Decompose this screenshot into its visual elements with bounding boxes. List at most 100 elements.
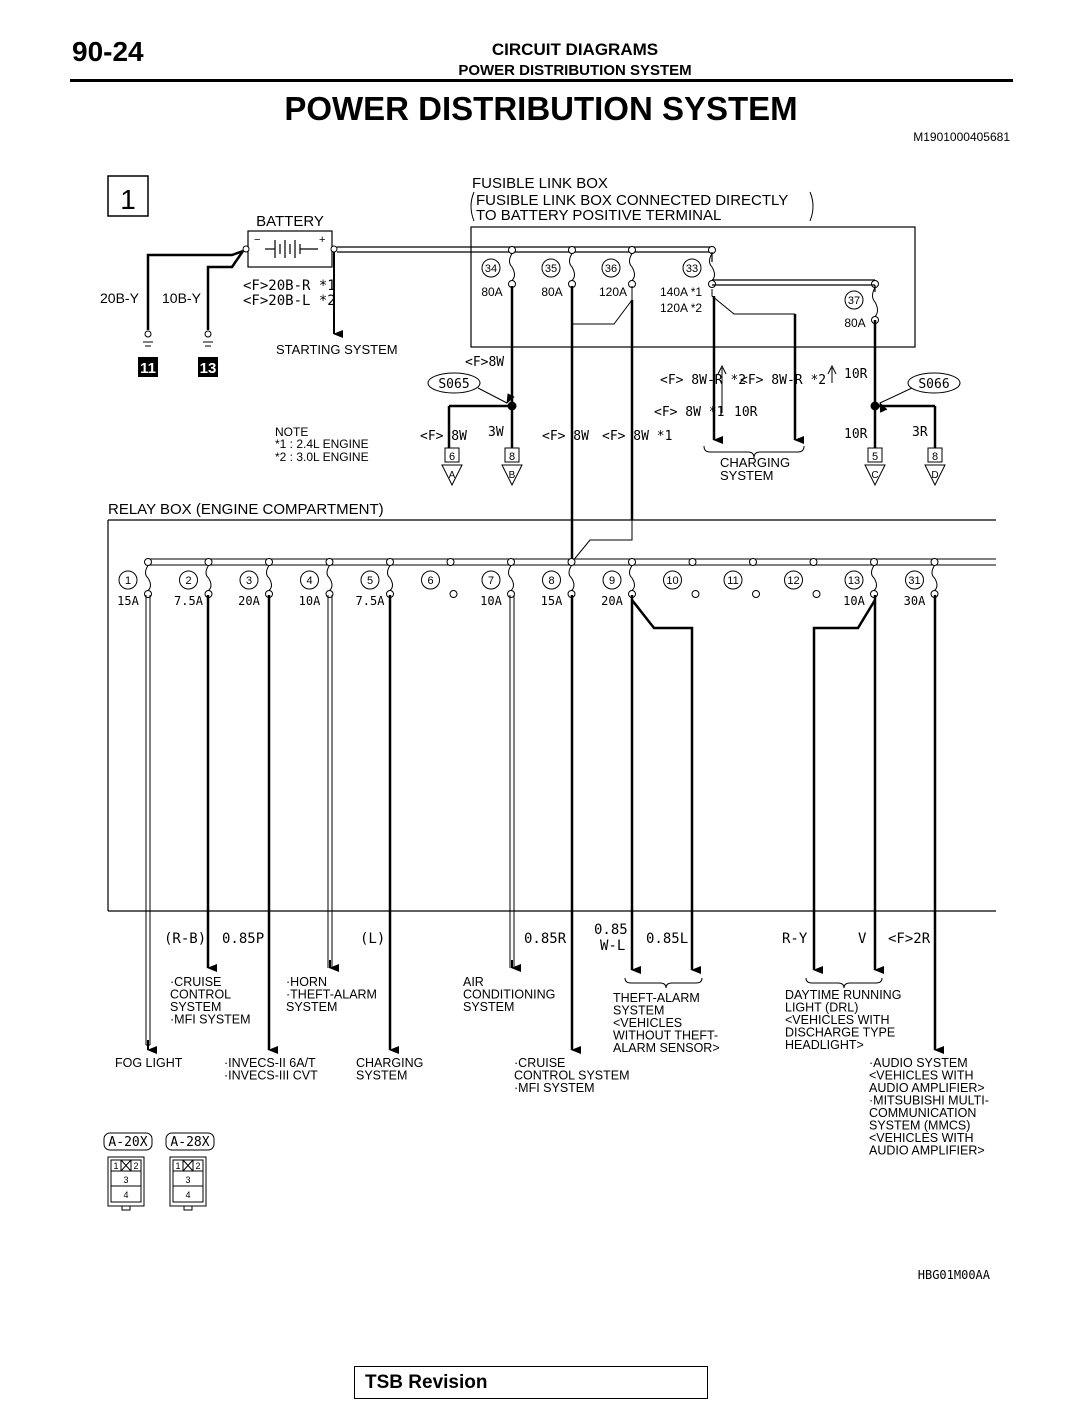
svg-text:6: 6 xyxy=(427,575,433,587)
svg-text:4: 4 xyxy=(123,1190,128,1200)
figure-id: HBG01M00AA xyxy=(917,1268,990,1282)
ground-wire-label-2: 10B-Y xyxy=(162,290,202,306)
svg-text:2: 2 xyxy=(195,1161,200,1171)
svg-text:1: 1 xyxy=(113,1161,118,1171)
fusible-links xyxy=(508,246,879,324)
svg-text:0.85R: 0.85R xyxy=(524,931,567,947)
svg-text:1: 1 xyxy=(120,184,136,215)
svg-text:11: 11 xyxy=(140,360,156,377)
svg-text:SYSTEM: SYSTEM xyxy=(286,1000,337,1014)
svg-text:*1 : 2.4L ENGINE: *1 : 2.4L ENGINE xyxy=(275,437,369,451)
svg-text:<F> 8W-R *2: <F> 8W-R *2 xyxy=(740,373,826,388)
svg-text:13: 13 xyxy=(200,360,217,377)
relay-fuse-4 xyxy=(325,558,334,598)
svg-text:10A: 10A xyxy=(299,594,321,608)
relay-fuse-label-5: 57.5A xyxy=(356,570,385,608)
svg-text:0.85P: 0.85P xyxy=(222,931,264,947)
starting-system-label: STARTING SYSTEM xyxy=(276,342,398,357)
page-title: POWER DISTRIBUTION SYSTEM xyxy=(284,90,798,127)
svg-text:·MFI SYSTEM: ·MFI SYSTEM xyxy=(170,1013,251,1027)
svg-text:<F> 8W: <F> 8W xyxy=(542,429,589,444)
battery-label: BATTERY xyxy=(256,213,324,230)
svg-text:0.85: 0.85 xyxy=(594,922,628,938)
svg-text:WITHOUT THEFT-: WITHOUT THEFT- xyxy=(613,1029,718,1043)
svg-text:HEADLIGHT>: HEADLIGHT> xyxy=(785,1038,864,1052)
fusible-link-rating: 80A xyxy=(541,285,562,299)
svg-text:·MFI SYSTEM: ·MFI SYSTEM xyxy=(514,1081,595,1095)
relay-fuse-2 xyxy=(204,558,213,598)
svg-text:DISCHARGE TYPE: DISCHARGE TYPE xyxy=(785,1026,895,1040)
svg-text:9: 9 xyxy=(609,575,615,587)
fusible-link-rating: 140A *1 xyxy=(660,285,702,299)
fusible-link-37 xyxy=(871,280,879,324)
output-wiring xyxy=(145,595,944,1054)
svg-text:<F> 8W *1: <F> 8W *1 xyxy=(654,405,724,420)
svg-text:20A: 20A xyxy=(601,594,623,608)
svg-text:<F> 8W *1: <F> 8W *1 xyxy=(602,429,672,444)
svg-text:(R-B): (R-B) xyxy=(164,931,206,947)
svg-text:CONDITIONING: CONDITIONING xyxy=(463,988,555,1002)
svg-text:1: 1 xyxy=(125,575,131,587)
svg-text:<F>8W: <F>8W xyxy=(465,355,504,370)
relay-fuse-8 xyxy=(567,558,576,598)
svg-text:ALARM SENSOR>: ALARM SENSOR> xyxy=(613,1041,720,1055)
connector-ref-C: 5C xyxy=(864,447,886,487)
svg-text:0.85L: 0.85L xyxy=(646,931,688,947)
svg-text:10A: 10A xyxy=(480,594,502,608)
svg-text:12: 12 xyxy=(787,575,799,587)
svg-text:S066: S066 xyxy=(918,377,949,392)
svg-text:·THEFT-ALARM: ·THEFT-ALARM xyxy=(286,988,377,1002)
relay-fuse-10 xyxy=(688,558,700,598)
svg-text:SYSTEM: SYSTEM xyxy=(356,1069,407,1083)
relay-fuse-7 xyxy=(507,558,515,598)
svg-text:4: 4 xyxy=(185,1190,190,1200)
svg-text:TO BATTERY POSITIVE TERMINAL: TO BATTERY POSITIVE TERMINAL xyxy=(476,207,721,224)
relay-fuse-5 xyxy=(386,558,394,598)
svg-text:CHARGING: CHARGING xyxy=(356,1056,423,1070)
svg-text:20A: 20A xyxy=(238,594,260,608)
relay-fuse-label-2: 27.5A xyxy=(174,570,204,608)
relay-fuse-1 xyxy=(144,558,152,598)
svg-text:1: 1 xyxy=(175,1161,180,1171)
svg-text:5: 5 xyxy=(367,575,373,587)
engine-note: NOTE *1 : 2.4L ENGINE *2 : 3.0L ENGINE xyxy=(275,425,369,464)
svg-text:CONTROL SYSTEM: CONTROL SYSTEM xyxy=(514,1069,630,1083)
battery-positive-wire xyxy=(333,246,712,338)
svg-text:C: C xyxy=(871,470,878,481)
ground-wire-label-1: 20B-Y xyxy=(100,290,140,306)
svg-text:·HORN: ·HORN xyxy=(286,975,327,989)
battery-symbol: BATTERY − + xyxy=(242,213,338,268)
header-rule xyxy=(70,79,1013,82)
splice-s066: S066 xyxy=(907,372,961,394)
svg-text:AUDIO AMPLIFIER>: AUDIO AMPLIFIER> xyxy=(869,1144,985,1158)
svg-text:10: 10 xyxy=(666,575,678,587)
svg-text:3: 3 xyxy=(185,1175,190,1185)
svg-text:CONTROL: CONTROL xyxy=(170,988,231,1002)
connector-ref-B: 8B xyxy=(501,447,523,487)
svg-text:<F> 8W-R *2: <F> 8W-R *2 xyxy=(660,373,746,388)
svg-text:10R: 10R xyxy=(844,367,868,382)
page-number: 90-24 xyxy=(72,36,144,67)
svg-text:30A: 30A xyxy=(904,594,926,608)
svg-text:10R: 10R xyxy=(734,405,758,420)
svg-text:S065: S065 xyxy=(438,377,469,392)
relay-fuse-6 xyxy=(446,558,458,598)
